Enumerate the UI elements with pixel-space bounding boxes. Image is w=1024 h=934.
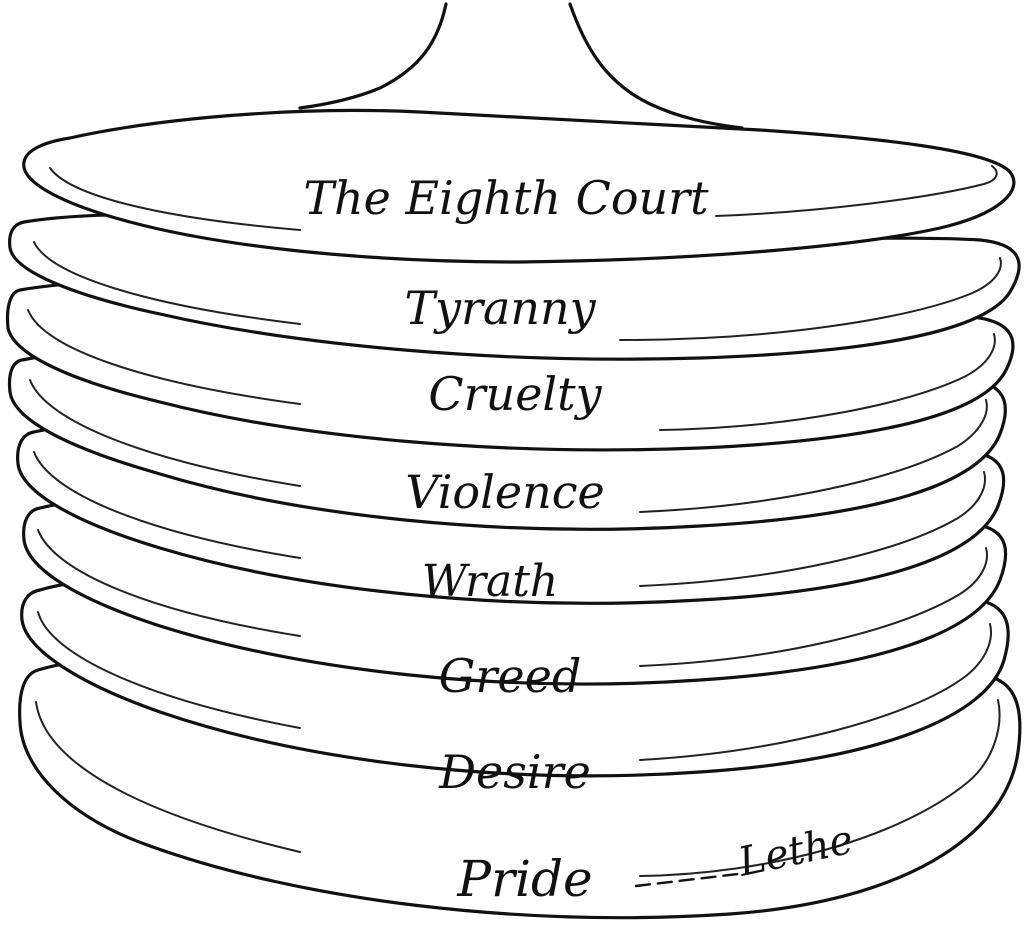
tier-5-inner-line [33,451,986,587]
tier-2-inner-line [33,241,1002,341]
tier-8-inner-line [35,699,1001,877]
stem [298,2,744,130]
tier-label-wrath: Wrath [422,556,559,607]
tier-label-cruelty: Cruelty [428,367,602,421]
tier-4-inner-line [29,379,988,513]
tier-6-inner-line [37,529,988,667]
tier-label-desire: Desire [438,745,591,799]
tier-label-the-eighth-court: The Eighth Court [303,171,709,225]
tier-label-violence: Violence [405,465,604,519]
tier-1: The Eighth Court [22,108,1016,264]
tier-label-pride: Pride [456,850,592,908]
tier-label-greed: Greed [439,649,582,703]
tier-label-tyranny: Tyranny [404,281,596,335]
tier-7-inner-line [37,611,992,761]
lethe-connector-line [634,872,740,888]
tier-3-inner-line [27,309,996,431]
stem-right-line [568,2,744,130]
stem-left-line [298,2,448,110]
tier-1-outline [22,108,1016,264]
tier-1-inner-line [49,165,998,231]
